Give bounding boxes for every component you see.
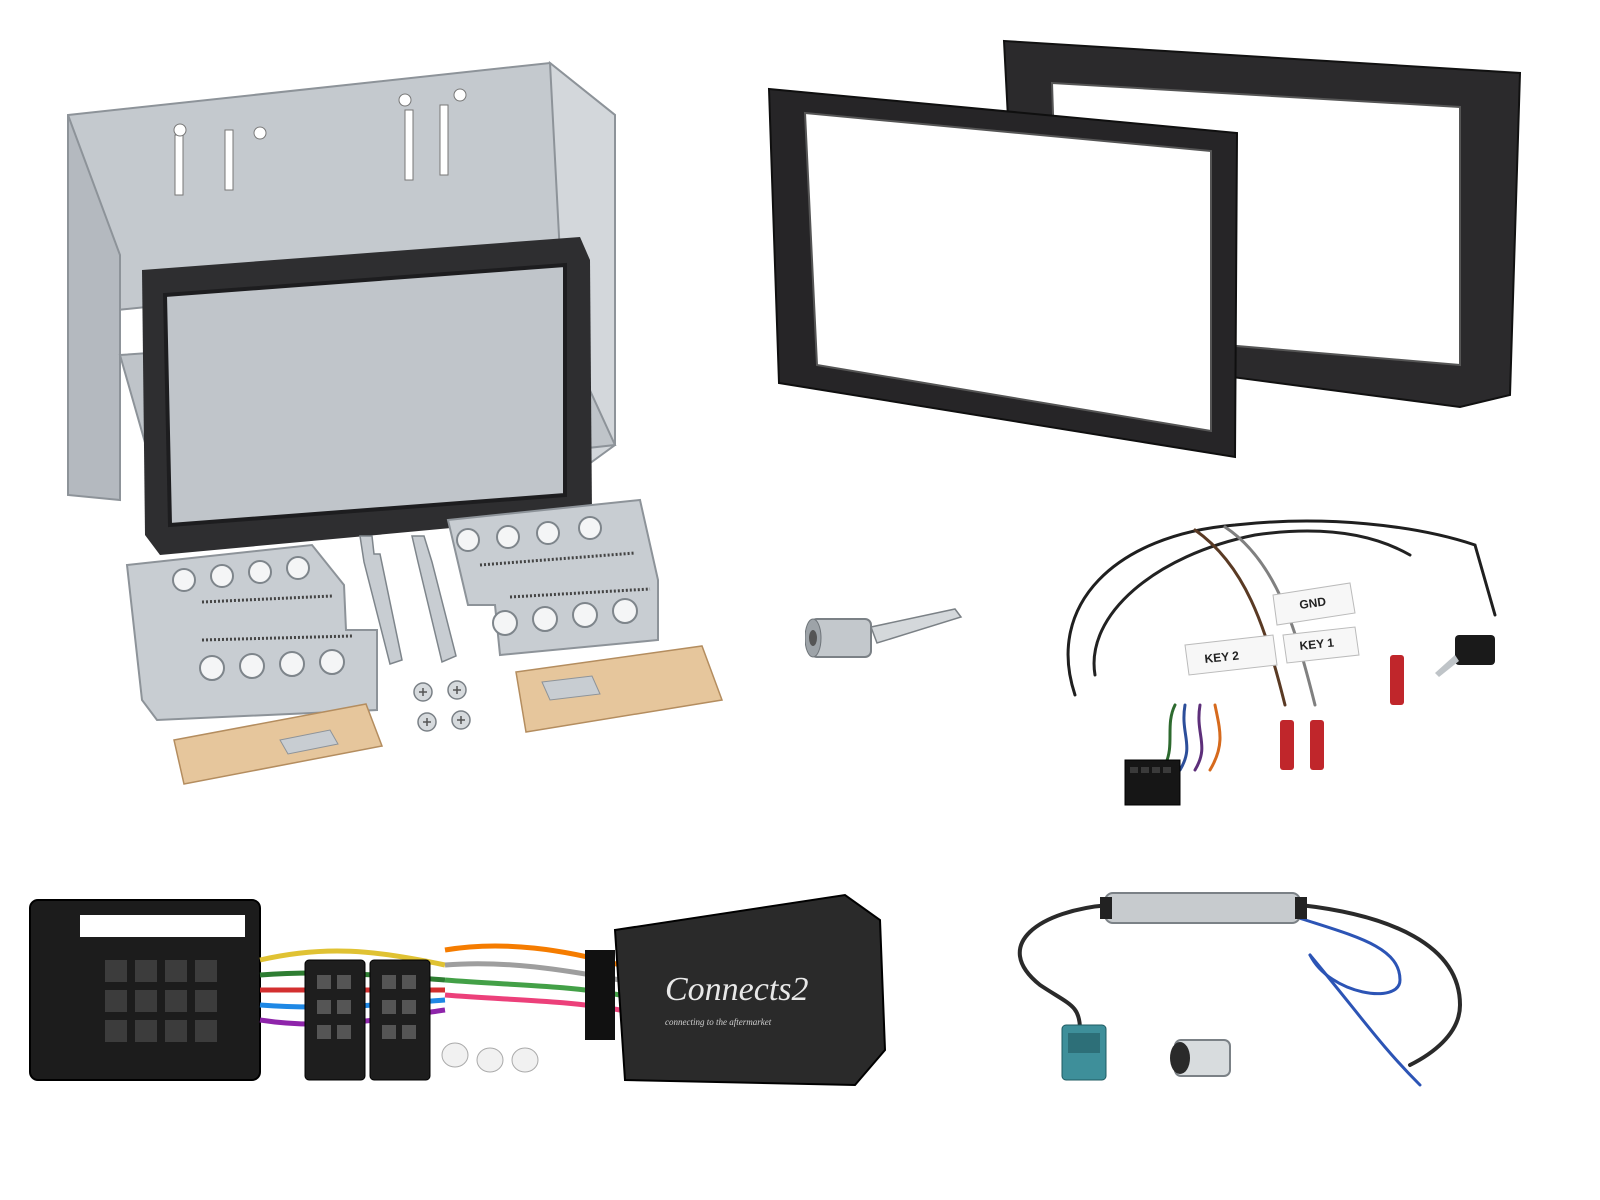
cage-side-bracket-left [122,540,382,725]
release-key-pair [352,532,472,672]
iso-antenna-adapter [805,605,970,670]
cage-side-bracket-right [440,495,665,660]
key1-tag-label: KEY 1 [1299,635,1335,653]
steering-control-harness: Connects2 connecting to the aftermarket [25,890,895,1090]
adhesive-spring-strip-left [170,700,390,790]
antenna-splitter-cable [1000,885,1490,1105]
facia-frame-front [765,85,1245,460]
screw-set [405,678,485,740]
adhesive-spring-strip-right [512,642,727,737]
key2-tag-label: KEY 2 [1204,648,1240,666]
gnd-tag-label: GND [1298,594,1327,612]
brand-logo-text: Connects2 [665,971,809,1008]
patch-lead-harness: GND KEY 2 KEY 1 [1055,505,1515,825]
brand-tagline-text: connecting to the aftermarket [665,1017,772,1027]
iso-mounting-cage [60,55,640,565]
